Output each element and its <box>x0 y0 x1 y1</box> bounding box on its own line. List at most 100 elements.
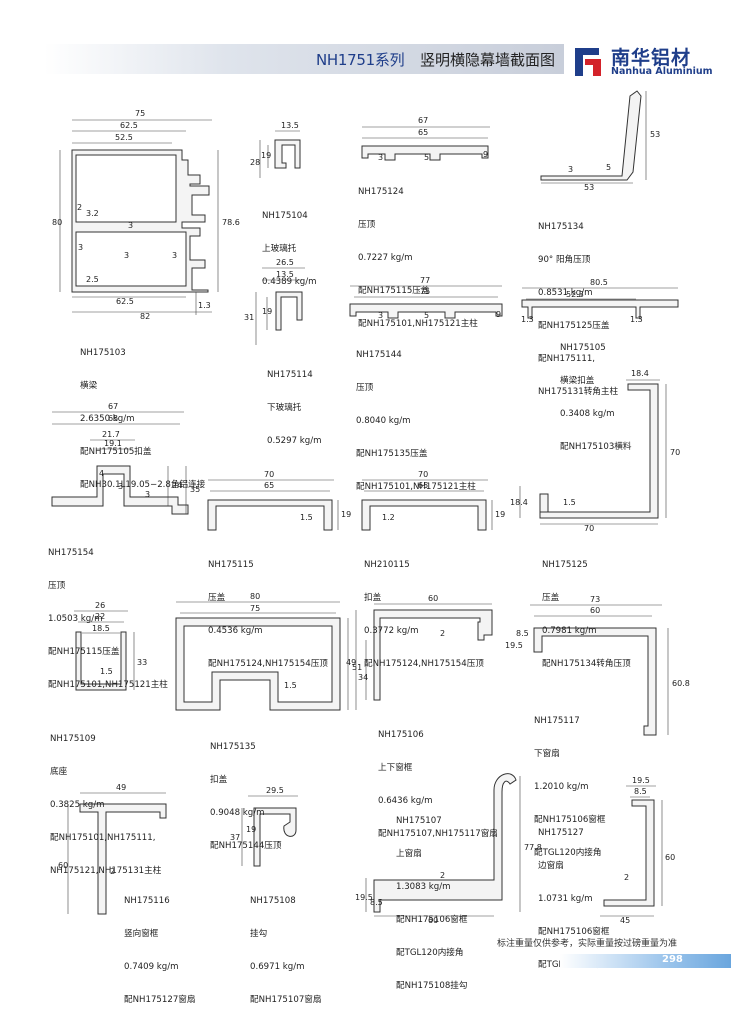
dim-label: 70 <box>418 470 428 479</box>
page-header: NH1751系列 竖明横隐幕墙截面图 南华铝材 Nanhua Aluminium <box>0 0 731 92</box>
profile-label-nh175116: NH175116 竖向窗框 0.7409 kg/m 配NH175127窗扇 <box>124 874 195 1017</box>
profile-line: 压顶 <box>356 383 374 393</box>
profile-code: NH175106 <box>378 730 424 740</box>
dim-label: 49 <box>346 658 356 667</box>
dim-label: 28 <box>250 158 260 167</box>
profile-code: NH175105 <box>560 343 606 353</box>
profile-code: NH175154 <box>48 548 94 558</box>
drawing-nh175144: 77 75 3 5 9 <box>349 276 503 320</box>
dim-label: 65 <box>264 481 274 490</box>
dim-label: 52.5 <box>115 133 133 142</box>
dim-label: 19 <box>261 151 271 160</box>
profile-line: 配NH175108挂勾 <box>396 981 468 991</box>
profile-line: 0.3825 kg/m <box>50 800 105 810</box>
brand-name-en: Nanhua Aluminium <box>611 66 713 77</box>
profile-line: 配NH175144压顶 <box>210 841 282 851</box>
profile-line: 1.2010 kg/m <box>534 782 589 792</box>
dim-label: 5 <box>424 153 429 162</box>
profile-label-nh175109: NH175109 底座 0.3825 kg/m 配NH175101,NH1751… <box>50 712 161 888</box>
profile-line: 配NH175115压盖 <box>48 647 120 657</box>
profile-line: 配NH30.1L19.05−2.8角铝连接 <box>80 480 206 490</box>
dim-label: 19 <box>246 825 256 834</box>
dim-label: 29.5 <box>266 786 284 795</box>
dim-label: 19.5 <box>355 893 373 902</box>
profile-line: NH175131转角主柱 <box>538 387 619 397</box>
dim-label: 45 <box>620 916 630 925</box>
profile-line: 配NH175101,NH175111, <box>50 833 156 843</box>
profile-line: 配TGL120内接角 <box>534 848 602 858</box>
dim-label: 2 <box>624 873 629 882</box>
profile-line: 1.3083 kg/m <box>396 882 451 892</box>
profile-line: 配NH175105扣盖 <box>80 447 152 457</box>
profile-line: 上玻璃托 <box>262 244 297 254</box>
profile-code: NH175103 <box>80 348 126 358</box>
dim-label: 1.5 <box>563 498 576 507</box>
dim-label: 31 <box>244 313 254 322</box>
dim-label: 3 <box>118 482 123 491</box>
dim-label: 67 <box>108 402 118 411</box>
drawing-nh175106: 60 2 49 34 <box>346 594 493 710</box>
profile-line: 0.4536 kg/m <box>208 626 263 636</box>
profile-line: 配TGL120内接角 <box>396 948 464 958</box>
dim-label: 2.5 <box>86 275 99 284</box>
profile-line: 0.8040 kg/m <box>356 416 411 426</box>
profile-code: NH175125 <box>542 560 588 570</box>
profile-line: 扣盖 <box>210 775 228 785</box>
profile-line: 0.3772 kg/m <box>364 626 419 636</box>
profile-label-nh175134: NH175134 90° 阳角压顶 0.8531 kg/m 配NH175125压… <box>538 200 618 409</box>
dim-label: 62.5 <box>120 121 138 130</box>
profile-line: 配NH175111, <box>538 354 596 364</box>
profile-label-nh175105: NH175105 横梁扣盖 0.3408 kg/m 配NH175103横料 <box>560 321 631 464</box>
dim-label: 77 <box>420 276 430 285</box>
profile-code: NH175124 <box>358 187 404 197</box>
dim-label: 37 <box>230 833 240 842</box>
dim-label: 1.2 <box>382 513 395 522</box>
profile-code: NH175104 <box>262 211 308 221</box>
dim-label: 52.3 <box>566 290 584 299</box>
profile-line: 配NH175125压盖 <box>538 321 610 331</box>
profile-line: 压顶 <box>48 581 66 591</box>
profile-code: NH210115 <box>364 560 410 570</box>
profile-code: NH175144 <box>356 350 402 360</box>
dim-label: 2 <box>110 867 115 876</box>
dim-label: 70 <box>264 470 274 479</box>
drawing-nh175107: 77.8 2 19.5 8.5 60 <box>355 773 542 925</box>
dim-label: 1.3 <box>521 315 534 324</box>
profile-label-nh175103: NH175103 横梁 2.6350 kg/m 配NH175105扣盖 配NH3… <box>80 326 205 502</box>
profile-line: 配NH175106窗框 <box>534 815 606 825</box>
dim-label: 77.8 <box>524 843 542 852</box>
page-number: 298 <box>662 954 683 965</box>
profile-line: 配NH175134转角压顶 <box>542 659 631 669</box>
drawing-nh175116: 49 2 60 <box>58 783 167 915</box>
profile-code: NH175108 <box>250 896 296 906</box>
dim-label: 34 <box>358 673 368 682</box>
dim-label: 21.7 <box>102 430 120 439</box>
dim-label: 3 <box>378 311 383 320</box>
dim-label: 60 <box>590 606 600 615</box>
profile-line: 配NH175106窗框 <box>396 915 468 925</box>
profile-code: NH175115 <box>208 560 254 570</box>
drawing-nh175115: 70 65 1.5 19 <box>207 470 351 531</box>
profile-line: 压盖 <box>208 593 226 603</box>
dim-label: 2 <box>440 629 445 638</box>
dim-label: 19.5 <box>505 641 523 650</box>
profile-line: 0.4389 kg/m <box>262 277 317 287</box>
dim-label: 19 <box>495 510 505 519</box>
dim-label: 9 <box>483 150 488 159</box>
profile-line: 0.6436 kg/m <box>378 796 433 806</box>
dim-label: 53 <box>650 130 660 139</box>
dim-label: 8.5 <box>370 898 383 907</box>
profile-line: 0.7981 kg/m <box>542 626 597 636</box>
drawing-nh175108: 29.5 37 19 <box>230 786 298 867</box>
dim-label: 1.3 <box>198 301 211 310</box>
dim-label: 75 <box>420 287 430 296</box>
profile-label-nh175124: NH175124 压顶 0.7227 kg/m 配NH175115压盖 配NH1… <box>358 165 478 341</box>
dim-label: 3 <box>568 165 573 174</box>
profile-line: 配NH175107,NH175117窗扇 <box>378 829 498 839</box>
profile-line: 配NH175106窗框 <box>538 927 610 937</box>
dim-label: 3 <box>124 251 129 260</box>
profile-line: 配NH175124,NH175154压顶 <box>208 659 328 669</box>
nanhua-logo-icon <box>575 48 601 76</box>
profile-code: NH175127 <box>538 828 584 838</box>
dim-label: 80.5 <box>590 278 608 287</box>
